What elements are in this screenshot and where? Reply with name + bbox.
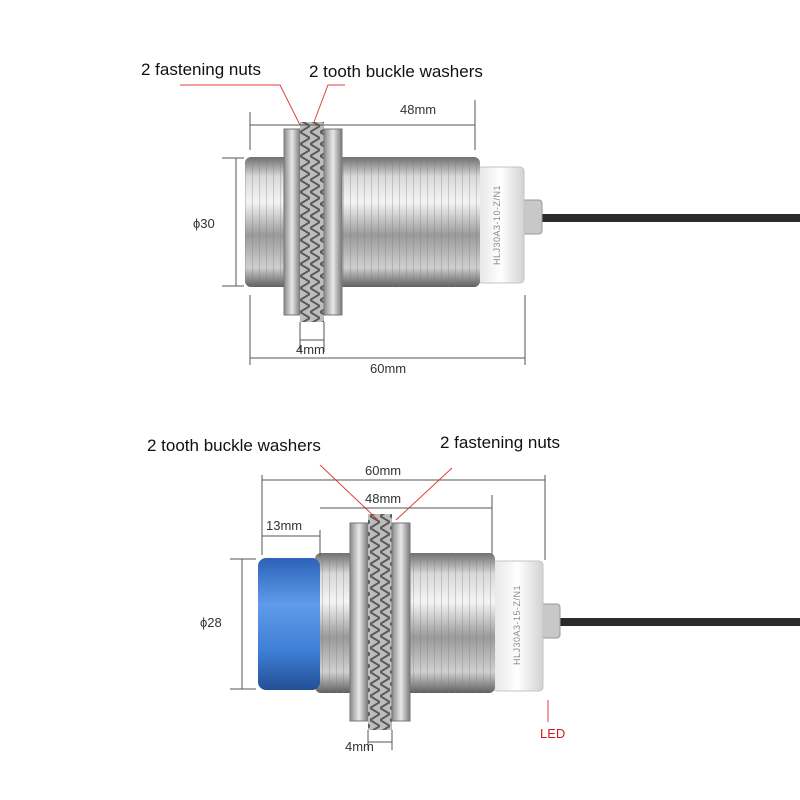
- top-cable: [535, 214, 800, 222]
- top-callout-nuts: 2 fastening nuts: [141, 60, 261, 79]
- top-dim-diameter: ϕ30: [193, 216, 215, 231]
- top-nut-right: [323, 128, 343, 316]
- bottom-sensing-face: [258, 558, 320, 690]
- top-callout-washers-leader: [313, 84, 345, 123]
- top-dim-total-length: 60mm: [370, 361, 406, 376]
- bottom-callout-washers: 2 tooth buckle washers: [147, 436, 321, 455]
- bottom-nut-right: [391, 522, 411, 722]
- bottom-dim-diameter: ϕ28: [200, 615, 222, 630]
- top-nut-left: [283, 128, 301, 316]
- top-dim-body-length: 48mm: [400, 102, 436, 117]
- bottom-nut-left: [349, 522, 369, 722]
- bottom-sensor: HLJ30A3-15-Z/N1 2 tooth buckle washers 2…: [147, 433, 800, 754]
- top-callout-nuts-leader: [180, 84, 301, 126]
- top-sensor: HLJ30A3-10-Z/N1 2 fastening nuts 2 tooth…: [141, 60, 800, 376]
- bottom-callout-nuts-leader: [395, 467, 453, 521]
- top-callout-washers: 2 tooth buckle washers: [309, 62, 483, 81]
- bottom-dim-body-length: 48mm: [365, 491, 401, 506]
- top-model-text: HLJ30A3-10-Z/N1: [492, 185, 502, 265]
- bottom-led-label: LED: [540, 726, 565, 741]
- bottom-dim-washer-width: 4mm: [345, 739, 374, 754]
- bottom-model-text: HLJ30A3-15-Z/N1: [512, 585, 522, 665]
- bottom-dim-total-length: 60mm: [365, 463, 401, 478]
- bottom-dim-head-length: 13mm: [266, 518, 302, 533]
- bottom-cable: [550, 618, 800, 626]
- top-dim-washer-width: 4mm: [296, 342, 325, 357]
- bottom-callout-washers-leader: [319, 464, 379, 521]
- bottom-callout-nuts: 2 fastening nuts: [440, 433, 560, 452]
